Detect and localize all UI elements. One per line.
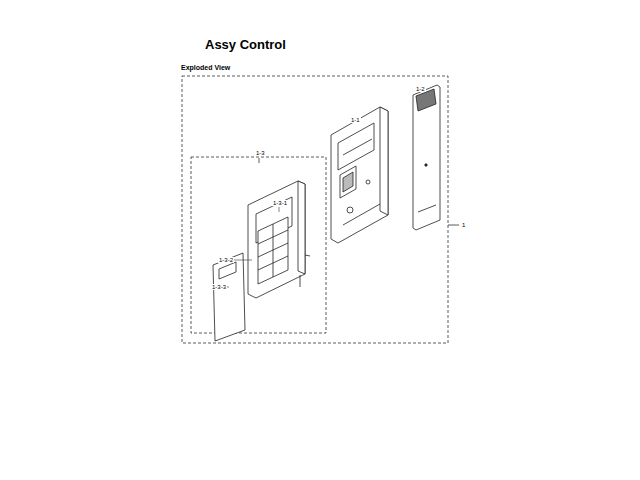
front-panel bbox=[248, 181, 310, 298]
callout-number: 1-2 bbox=[415, 86, 426, 92]
leader-line bbox=[448, 225, 459, 226]
callout-number: 1-3 bbox=[255, 150, 266, 156]
callout-number: 1 bbox=[461, 222, 466, 228]
callout-number: 1-3-3 bbox=[211, 284, 227, 290]
group-outline bbox=[182, 76, 448, 343]
view-heading: Exploded View bbox=[181, 64, 230, 71]
sticker bbox=[213, 253, 245, 341]
leader-line bbox=[259, 158, 260, 163]
page-title: Assy Control bbox=[205, 38, 286, 51]
callout-number: 1-3-2 bbox=[218, 257, 234, 263]
leader-line bbox=[233, 260, 252, 261]
group-outline bbox=[191, 157, 326, 333]
pcb-board bbox=[413, 85, 440, 230]
leader-line bbox=[279, 207, 280, 212]
control-frame bbox=[331, 107, 388, 243]
callout-number: 1-1 bbox=[350, 117, 361, 123]
callout-number: 1-3-1 bbox=[272, 200, 288, 206]
